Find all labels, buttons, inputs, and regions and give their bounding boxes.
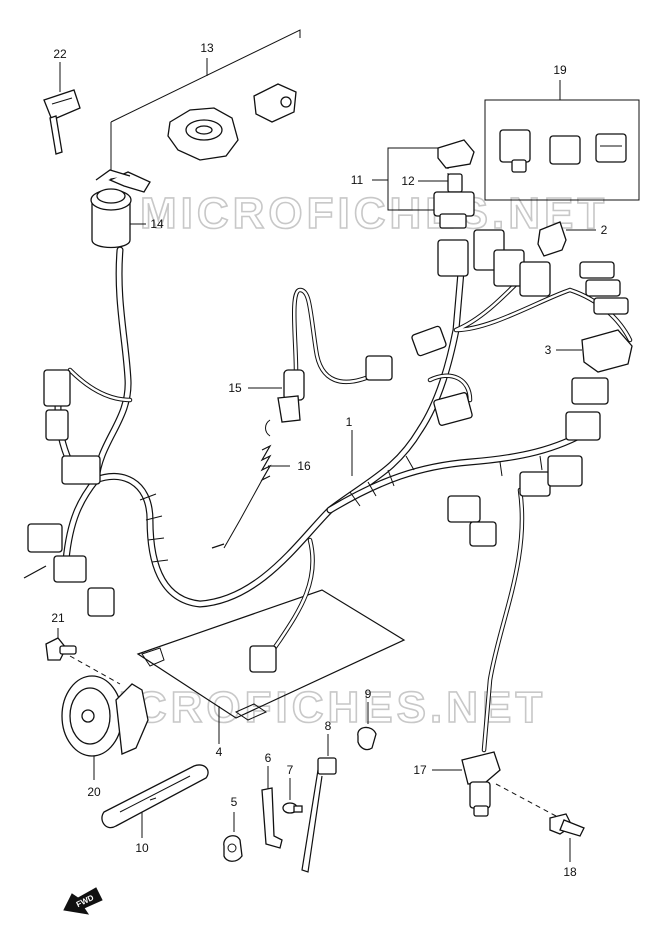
callout-20: 20 (87, 785, 101, 799)
part-21-bolt (45, 637, 77, 661)
part-9-clip (357, 726, 377, 751)
callout-2: 2 (601, 223, 608, 237)
callout-12: 12 (401, 174, 415, 188)
part-4-sheet (136, 589, 406, 721)
callout-17: 17 (413, 763, 427, 777)
callout-8: 8 (325, 719, 332, 733)
callout-22: 22 (53, 47, 67, 61)
part-15-brake-switch (277, 369, 305, 423)
part-1-main-harness (23, 229, 633, 753)
part-17-sensor (461, 751, 501, 817)
part-13-ignition-cover (167, 83, 297, 161)
part-16-spring (223, 419, 272, 549)
callout-11: 11 (351, 173, 364, 187)
callout-labels: 1 2 3 4 5 6 7 8 9 10 11 12 13 14 15 16 1… (51, 41, 607, 879)
part-6-bracket (261, 787, 283, 849)
watermark-bottom: MICROFICHES.NET (78, 683, 546, 732)
callout-16: 16 (297, 459, 311, 473)
part-2-cap (537, 221, 567, 257)
part-3-cap (581, 329, 633, 373)
callout-13: 13 (200, 41, 214, 55)
callout-10: 10 (135, 841, 149, 855)
callout-5: 5 (231, 795, 238, 809)
callout-7: 7 (287, 763, 294, 777)
watermark-top: MICROFICHES.NET (140, 189, 608, 238)
callout-21: 21 (51, 611, 65, 625)
part-5-clamp (223, 835, 243, 862)
callout-1: 1 (346, 415, 353, 429)
part-7-screw (282, 802, 303, 814)
part-19-relay-set (499, 129, 627, 173)
leader-lines (57, 29, 640, 862)
fwd-arrow-icon: FWD (63, 887, 103, 915)
part-10-bracket (101, 764, 209, 829)
callout-4: 4 (216, 745, 223, 759)
callout-14: 14 (150, 217, 164, 231)
part-14-ignition-switch (90, 169, 151, 249)
callout-18: 18 (563, 865, 577, 879)
part-22-key (43, 89, 81, 155)
callout-15: 15 (228, 381, 242, 395)
callout-19: 19 (553, 63, 567, 77)
part-18-bolt (549, 813, 585, 837)
part-11-12-relay (433, 139, 475, 229)
callout-3: 3 (545, 343, 552, 357)
callout-9: 9 (365, 687, 372, 701)
callout-6: 6 (265, 751, 272, 765)
part-8-cable-tie (301, 757, 337, 873)
part-20-horn (61, 675, 149, 757)
